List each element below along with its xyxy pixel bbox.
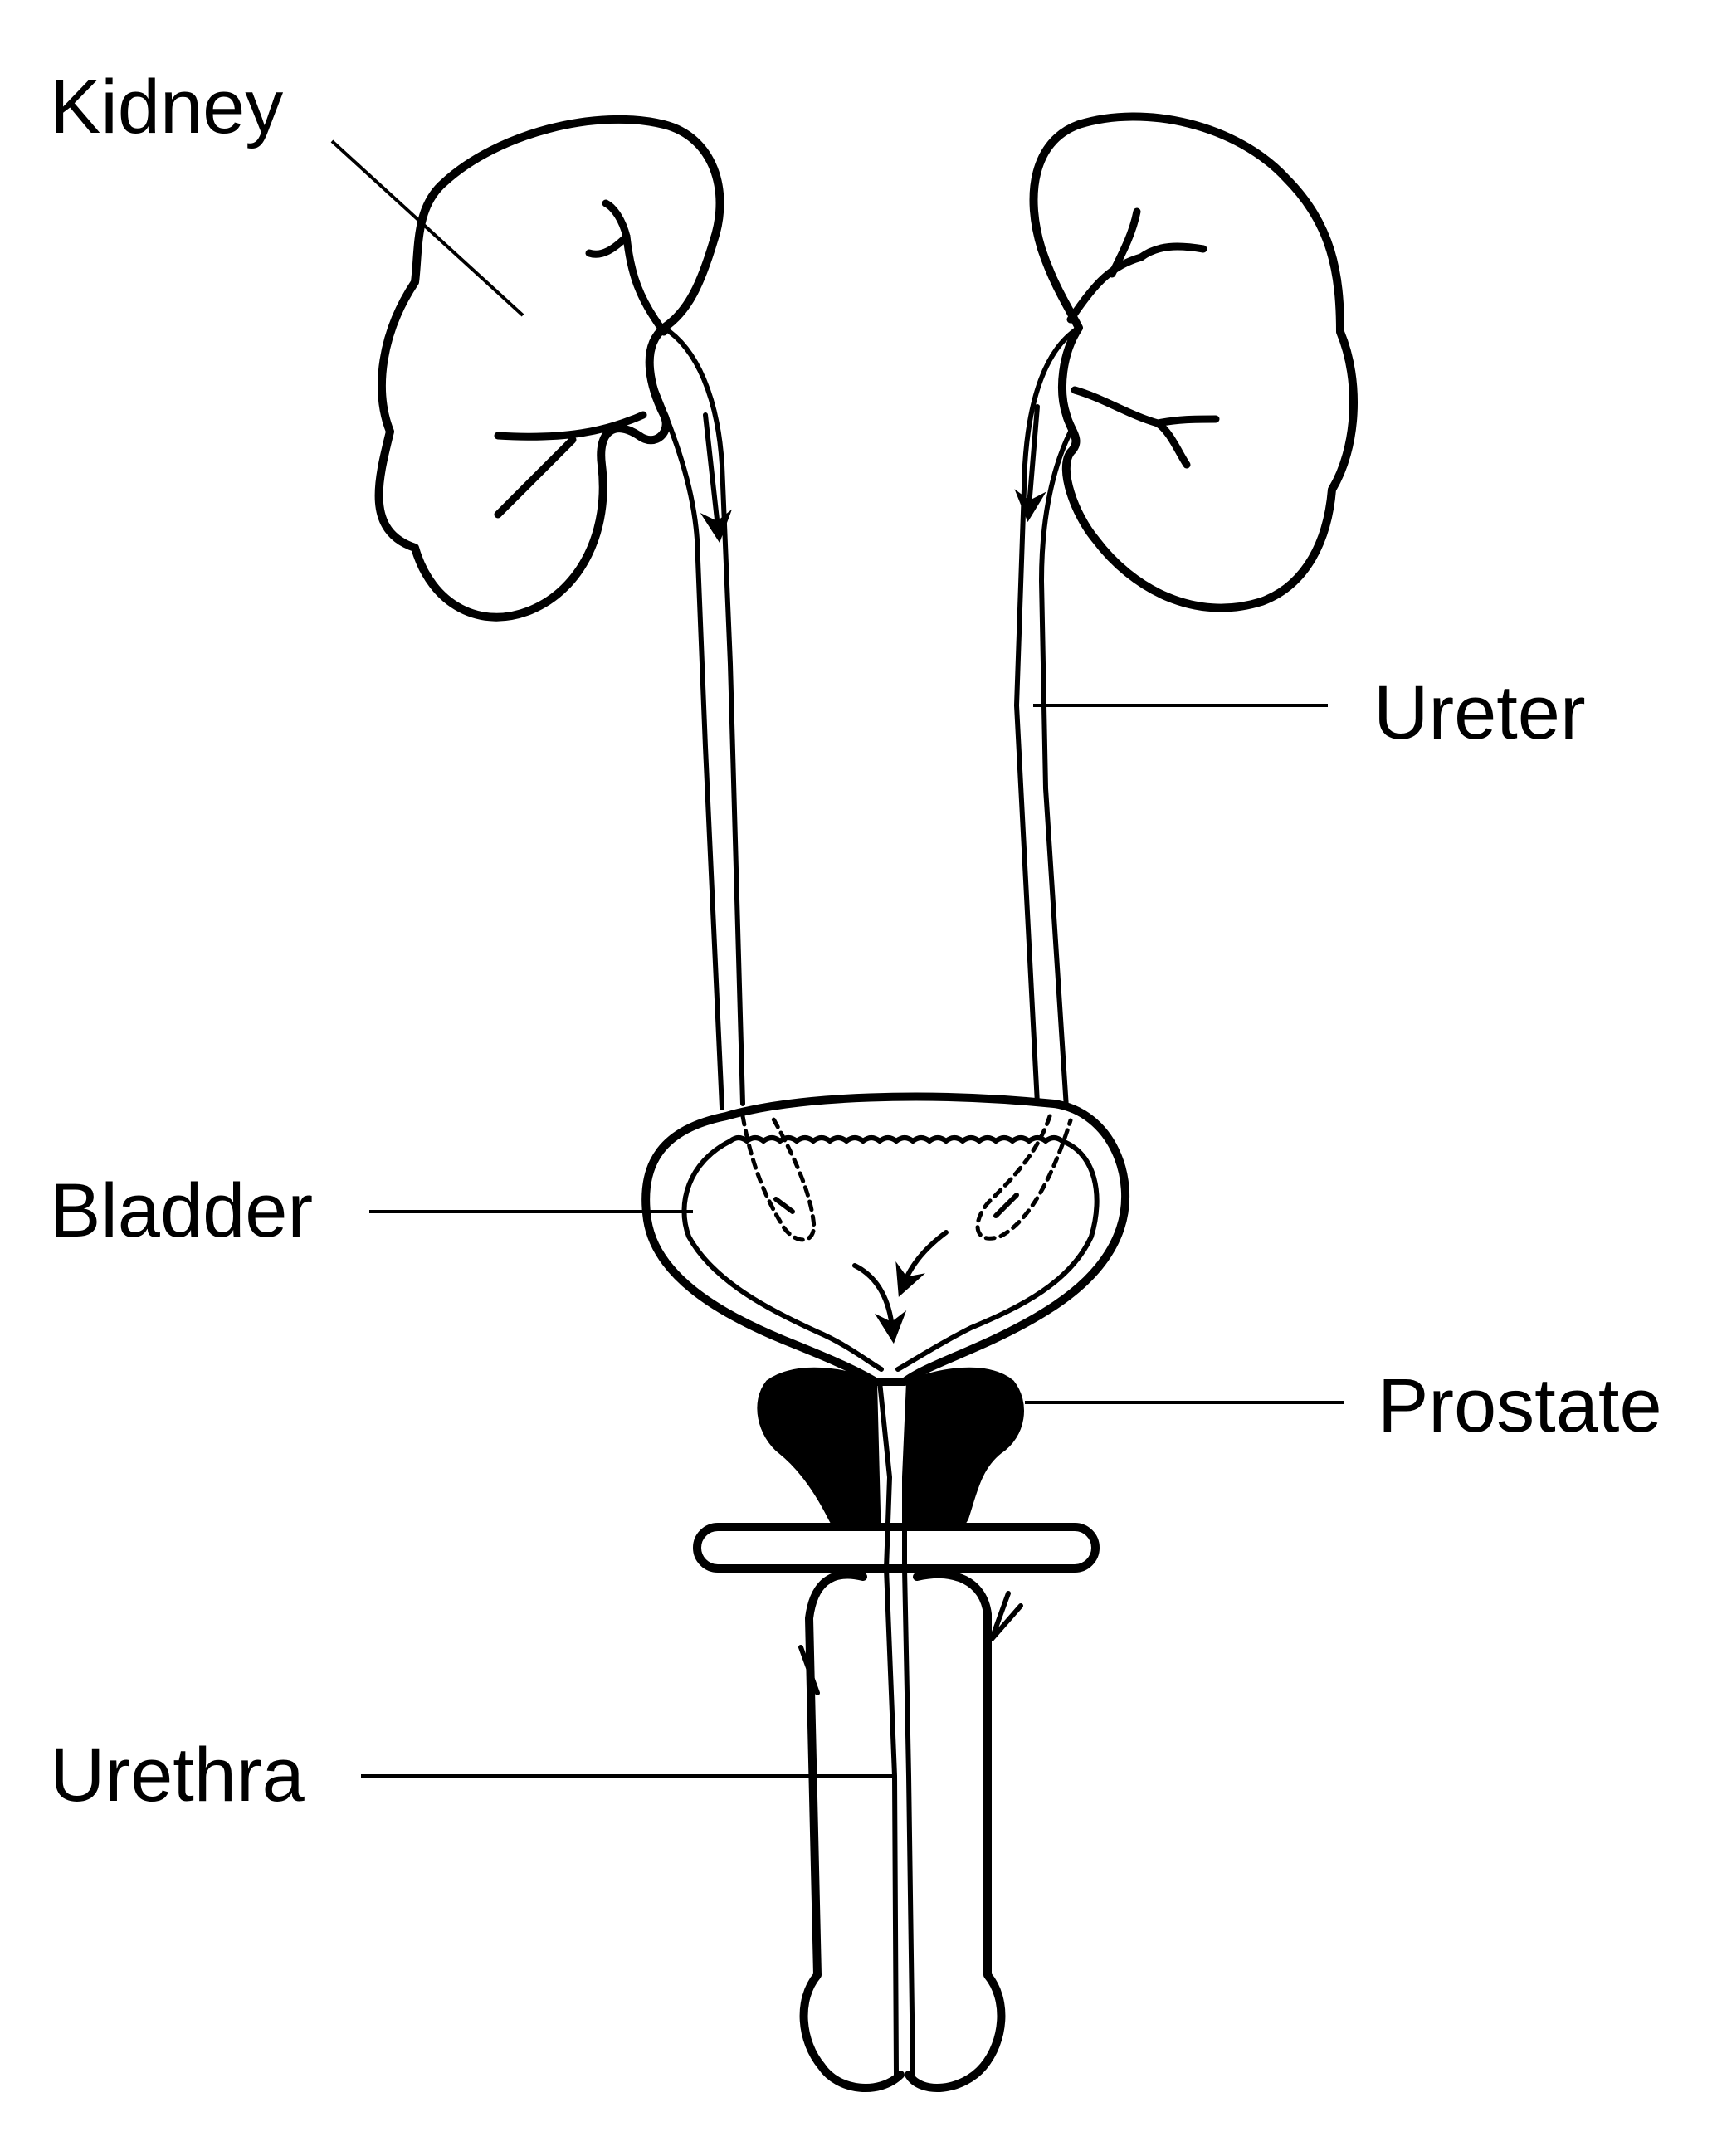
kidney-label: Kidney — [50, 65, 283, 149]
kidney-leader-line — [330, 139, 524, 317]
ureter-label: Ureter — [1373, 671, 1586, 755]
bladder-label: Bladder — [50, 1168, 313, 1253]
left-kidney — [374, 115, 724, 622]
right-ureter — [1014, 325, 1081, 1110]
pelvic-band — [693, 1523, 1100, 1573]
penile-corpora — [798, 1570, 1023, 2092]
left-ureter — [653, 325, 745, 1110]
prostate-label: Prostate — [1378, 1363, 1662, 1448]
bladder-shape — [641, 1092, 1130, 1386]
right-kidney — [1029, 112, 1358, 612]
urethra-label: Urethra — [50, 1733, 305, 1817]
urethra-shape — [877, 1379, 915, 2077]
